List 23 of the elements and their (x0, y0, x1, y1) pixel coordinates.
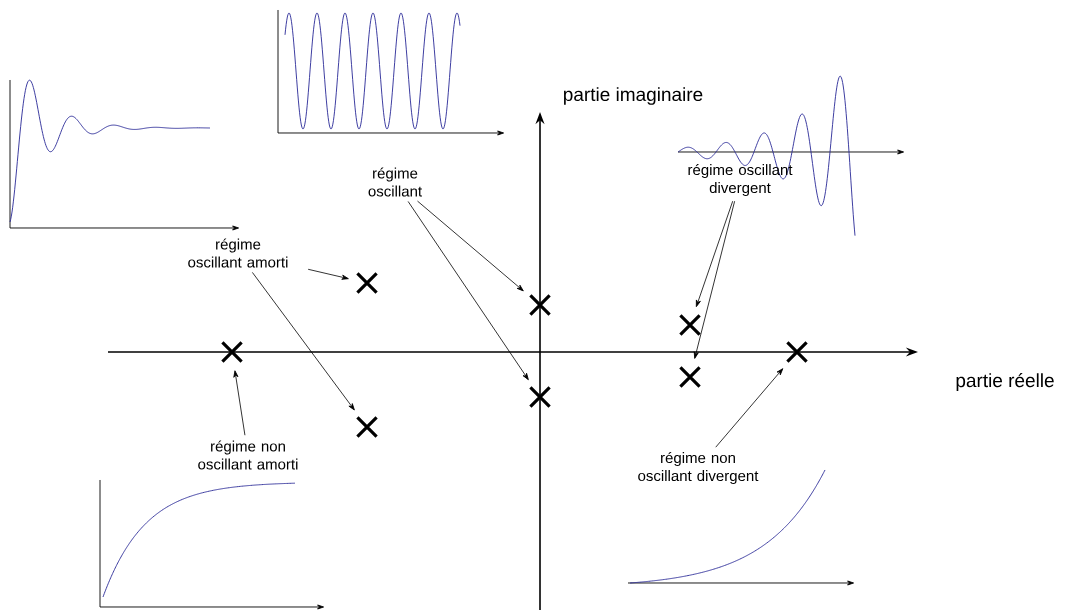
arrow (693, 200, 736, 359)
pole-cross (355, 415, 379, 439)
regime-label: régime non oscillant amorti (198, 440, 298, 470)
regime-label: régime oscillant amorti (188, 238, 288, 268)
arrow (695, 200, 734, 308)
pole-cross (678, 365, 702, 389)
pole-cross (528, 293, 552, 317)
arrow (307, 268, 349, 280)
arrow (251, 272, 355, 411)
regime-label: régime oscillant (368, 167, 422, 197)
arrow (407, 201, 529, 381)
arrow (715, 368, 784, 448)
axis-label: partie réelle (956, 373, 1054, 391)
pole-cross (220, 340, 244, 364)
pole-cross (355, 271, 379, 295)
regime-label: régime oscillant divergent (688, 163, 793, 197)
arrow (233, 370, 246, 436)
axis-label: partie imaginaire (564, 87, 703, 105)
regime-label: régime non oscillant divergent (638, 451, 759, 485)
pole-cross (528, 385, 552, 409)
pole-cross (785, 340, 809, 364)
pole-cross (678, 313, 702, 337)
arrow (417, 200, 524, 292)
